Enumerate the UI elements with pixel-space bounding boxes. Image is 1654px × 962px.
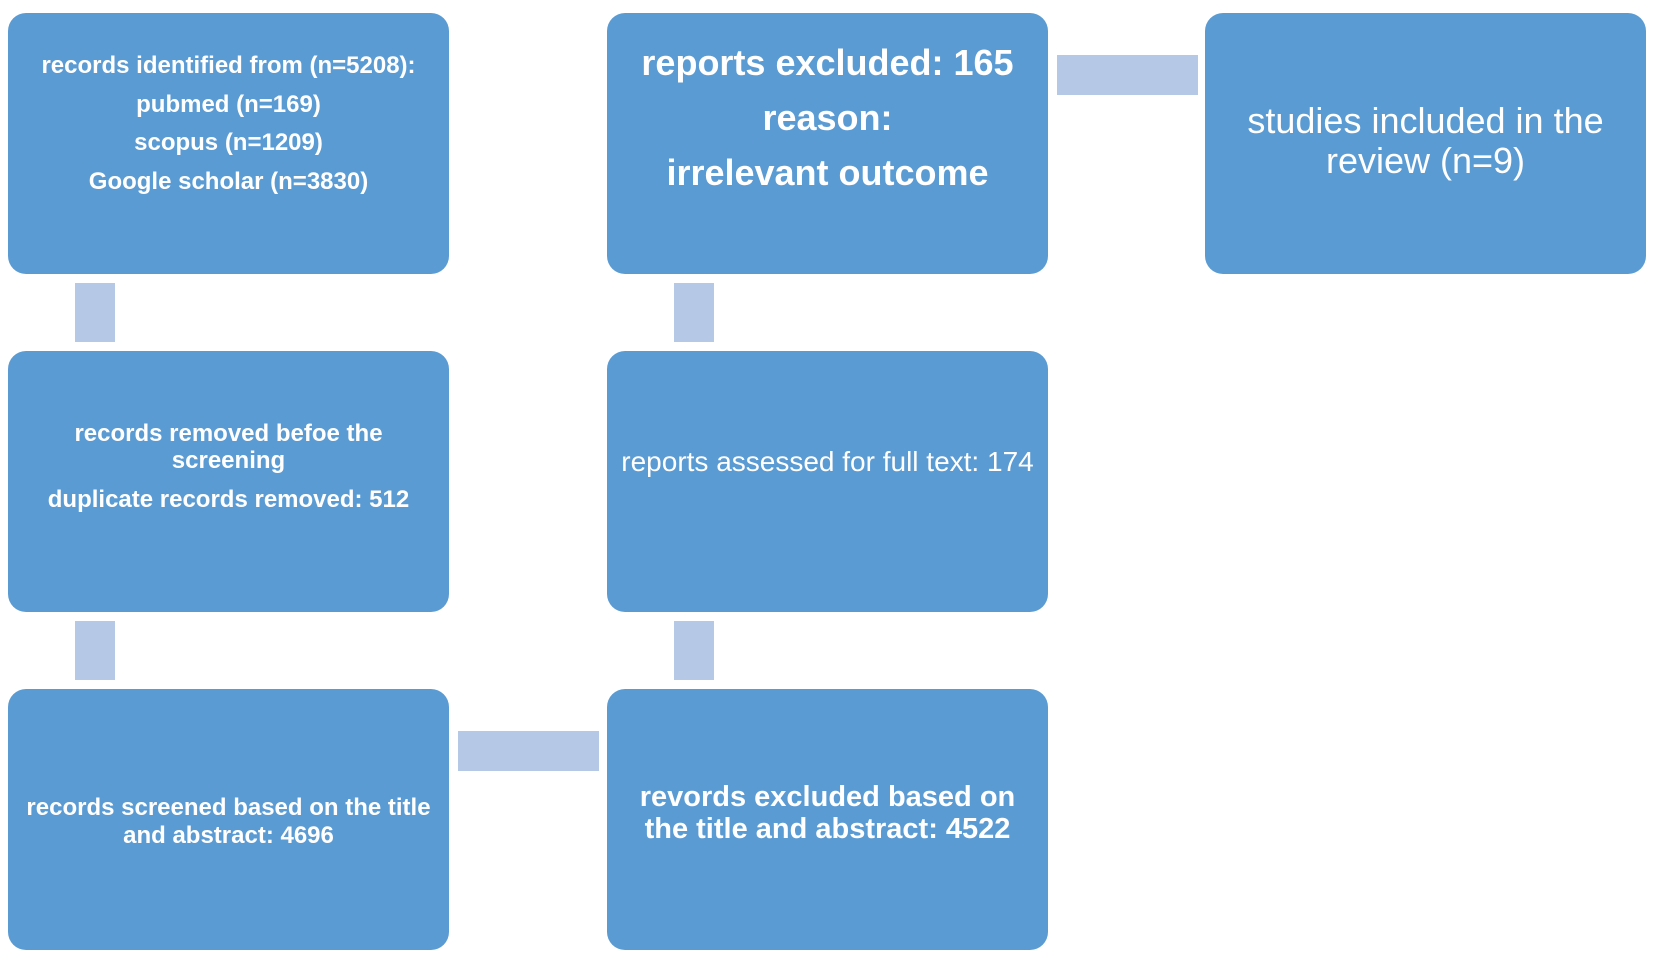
reports-excluded-count: reports excluded: 165 (641, 42, 1014, 83)
records-identified-total: records identified from (n=5208): (41, 52, 416, 79)
studies-included-box: studies included in the review (n=9) (1205, 13, 1646, 274)
connector-assessed-to-records-excluded (674, 621, 714, 680)
studies-included-text: studies included in the review (n=9) (1247, 100, 1604, 181)
records-screened-box: records screened based on the title and … (8, 689, 449, 950)
connector-identified-to-removed (75, 283, 115, 342)
reports-excluded-reason-label: reason: (762, 97, 893, 138)
records-removed-box: records removed befoe the screening dupl… (8, 351, 449, 612)
duplicate-records-removed: duplicate records removed: 512 (47, 486, 410, 513)
connector-excluded-to-assessed (674, 283, 714, 342)
reports-excluded-reason: irrelevant outcome (666, 152, 989, 193)
reports-assessed-box: reports assessed for full text: 174 (607, 351, 1048, 612)
records-identified-pubmed: pubmed (n=169) (136, 90, 321, 118)
connector-excluded-to-included (1057, 55, 1198, 95)
connector-removed-to-screened (75, 621, 115, 680)
records-screened-text: records screened based on the title and … (26, 793, 431, 849)
reports-excluded-box: reports excluded: 165 reason: irrelevant… (607, 13, 1048, 274)
records-excluded-text: revords excluded based on the title and … (639, 780, 1016, 845)
reports-assessed-text: reports assessed for full text: 174 (621, 445, 1034, 477)
records-excluded-box: revords excluded based on the title and … (607, 689, 1048, 950)
records-removed-title: records removed befoe the screening (74, 420, 383, 474)
connector-screened-to-records-excluded (458, 731, 599, 771)
records-identified-google-scholar: Google scholar (n=3830) (88, 167, 369, 195)
records-identified-scopus: scopus (n=1209) (134, 129, 323, 156)
records-identified-box: records identified from (n=5208): pubmed… (8, 13, 449, 274)
